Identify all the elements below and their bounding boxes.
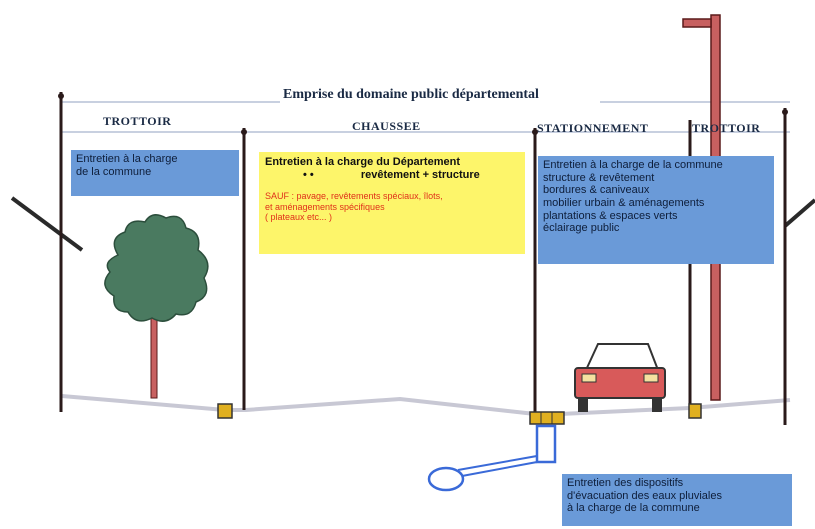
- department-maintenance-box: Entretien à la charge du Département • •…: [259, 152, 525, 254]
- exception-line: SAUF : pavage, revêtements spéciaux, îlo…: [265, 191, 443, 202]
- zone-label-trottoir-left: TROTTOIR: [103, 114, 172, 128]
- drainage-maintenance-box: Entretien des dispositifs d'évacuation d…: [562, 474, 792, 526]
- slope-line-left: [10, 196, 84, 252]
- drain-outlet: [427, 466, 465, 492]
- zone-label-stationnement: STATIONNEMENT: [537, 121, 649, 135]
- post-cap: [241, 129, 247, 135]
- commune-maintenance-box: Entretien à la charge de la commune: [71, 150, 239, 196]
- exception-line: et aménagements spécifiques: [265, 201, 385, 212]
- box-line: d'évacuation des eaux pluviales: [567, 489, 722, 502]
- street-lamp-head: [682, 18, 712, 28]
- diagram-title: Emprise du domaine public départemental: [283, 87, 539, 102]
- curb-right: [688, 403, 702, 419]
- box-subline: revêtement + structure: [360, 168, 480, 181]
- car-icon: [574, 343, 666, 412]
- box-heading: Entretien à la charge du Département: [265, 156, 460, 168]
- commune-responsibilities-box: Entretien à la charge de la commune stru…: [538, 156, 774, 264]
- box-line: plantations & espaces verts: [543, 209, 678, 222]
- gutter-curb: [529, 411, 565, 425]
- bullet-marks: • •: [303, 168, 314, 181]
- box-line: de la commune: [76, 165, 152, 178]
- zone-label-chaussee: CHAUSSEE: [352, 119, 421, 133]
- box-line: structure & revêtement: [543, 171, 655, 184]
- exception-line: ( plateaux etc... ): [265, 211, 333, 222]
- box-line: Entretien à la charge: [76, 153, 178, 165]
- box-line: éclairage public: [543, 222, 620, 235]
- post-cap: [782, 109, 788, 115]
- box-line: mobilier urbain & aménagements: [543, 196, 705, 209]
- post-cap: [58, 93, 64, 99]
- zone-label-trottoir-right: TROTTOIR: [692, 121, 761, 135]
- drain-pipe: [457, 454, 538, 477]
- ground-profile: [61, 394, 791, 416]
- drain-pit: [535, 424, 557, 464]
- box-line: Entretien des dispositifs: [567, 477, 684, 489]
- post-cap: [532, 129, 538, 135]
- slope-line-right: [783, 198, 815, 228]
- tree-canopy: [104, 214, 209, 322]
- box-line: à la charge de la commune: [567, 502, 700, 515]
- box-line: bordures & caniveaux: [543, 184, 650, 197]
- curb-left: [217, 403, 233, 419]
- box-line: Entretien à la charge de la commune: [543, 159, 723, 171]
